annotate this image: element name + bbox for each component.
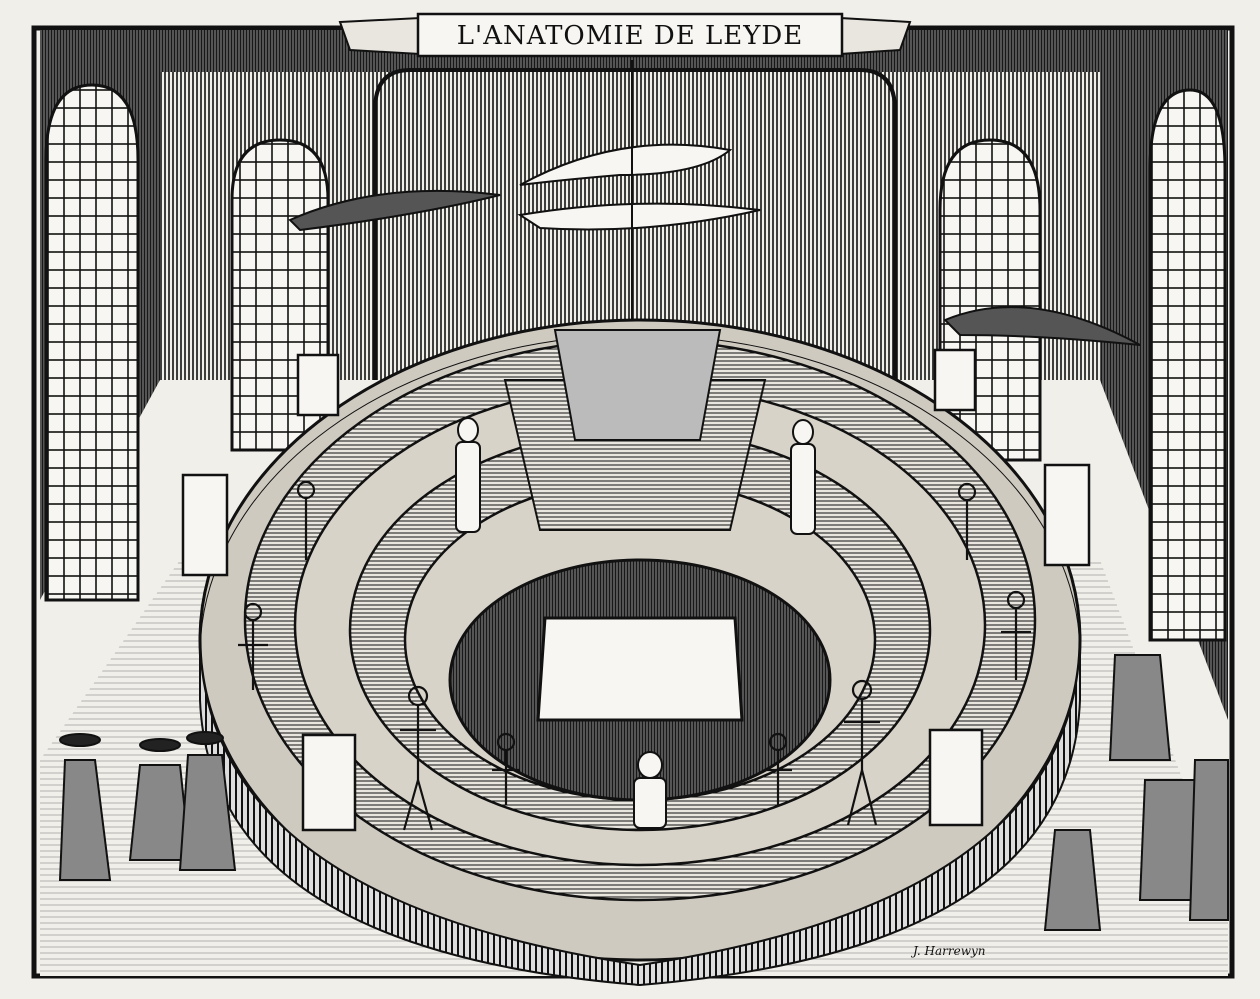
- visitors-right: [1043, 654, 1229, 931]
- engraver-signature: J. Harrewyn: [910, 944, 985, 958]
- plate-title: L'ANATOMIE DE LEYDE: [457, 21, 803, 51]
- hanging-narwhal: [288, 189, 501, 232]
- skeletons: [238, 480, 1031, 831]
- fish-skeleton: [517, 202, 761, 231]
- back-arch: [373, 68, 897, 380]
- visitors-left: [58, 731, 237, 881]
- dissection-table: [536, 616, 744, 722]
- whale-skeleton: [519, 143, 733, 186]
- title-banner: [338, 12, 912, 58]
- pedestals: [181, 348, 1091, 832]
- left-window: [44, 83, 140, 602]
- hanging-crocodile: [943, 306, 1141, 346]
- right-inner-window: [938, 138, 1042, 462]
- outer-railing: [199, 639, 1081, 987]
- right-window: [1148, 88, 1227, 642]
- display-cabinet: [553, 329, 722, 441]
- standing-figures: [455, 417, 816, 829]
